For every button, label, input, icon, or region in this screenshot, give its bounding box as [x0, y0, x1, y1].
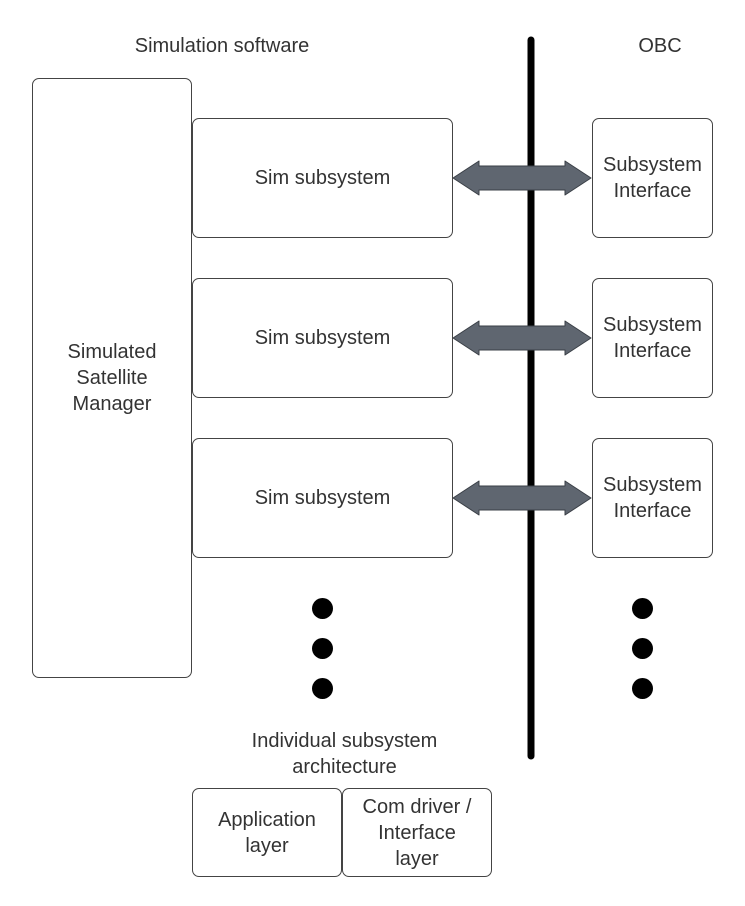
sim-subsystem-box-1: Sim subsystem — [192, 118, 453, 238]
simulation-software-header: Simulation software — [134, 35, 310, 57]
sim-subsystem-label-3: Sim subsystem — [254, 487, 391, 509]
sim-subsystem-label-1: Sim subsystem — [254, 167, 391, 189]
application-layer-box: Application layer — [192, 788, 342, 877]
application-layer-label: Application layer — [218, 808, 316, 857]
sim-subsystem-box-3: Sim subsystem — [192, 438, 453, 558]
bidirectional-arrow-3 — [452, 480, 592, 516]
ellipsis-dot-sim-1 — [312, 598, 333, 619]
subsystem-interface-box-1: Subsystem Interface — [592, 118, 713, 238]
ellipsis-dot-obc-3 — [632, 678, 653, 699]
architecture-title: Individual subsystem architecture — [251, 730, 438, 778]
ellipsis-dot-obc-1 — [632, 598, 653, 619]
com-driver-interface-layer-label: Com driver / Interface layer — [362, 795, 472, 870]
bidirectional-arrow-1 — [452, 160, 592, 196]
simulated-satellite-manager-box: Simulated Satellite Manager — [32, 78, 192, 678]
subsystem-interface-label-3: Subsystem Interface — [603, 474, 702, 522]
subsystem-interface-box-2: Subsystem Interface — [592, 278, 713, 398]
simulated-satellite-manager-label: Simulated Satellite Manager — [67, 341, 157, 415]
ellipsis-dot-obc-2 — [632, 638, 653, 659]
obc-header: OBC — [638, 35, 682, 57]
ellipsis-dot-sim-2 — [312, 638, 333, 659]
bidirectional-arrow-2 — [452, 320, 592, 356]
subsystem-interface-box-3: Subsystem Interface — [592, 438, 713, 558]
sim-subsystem-label-2: Sim subsystem — [254, 327, 391, 349]
ellipsis-dot-sim-3 — [312, 678, 333, 699]
subsystem-interface-label-2: Subsystem Interface — [603, 314, 702, 362]
com-driver-interface-layer-box: Com driver / Interface layer — [342, 788, 492, 877]
subsystem-interface-label-1: Subsystem Interface — [603, 154, 702, 202]
sim-subsystem-box-2: Sim subsystem — [192, 278, 453, 398]
